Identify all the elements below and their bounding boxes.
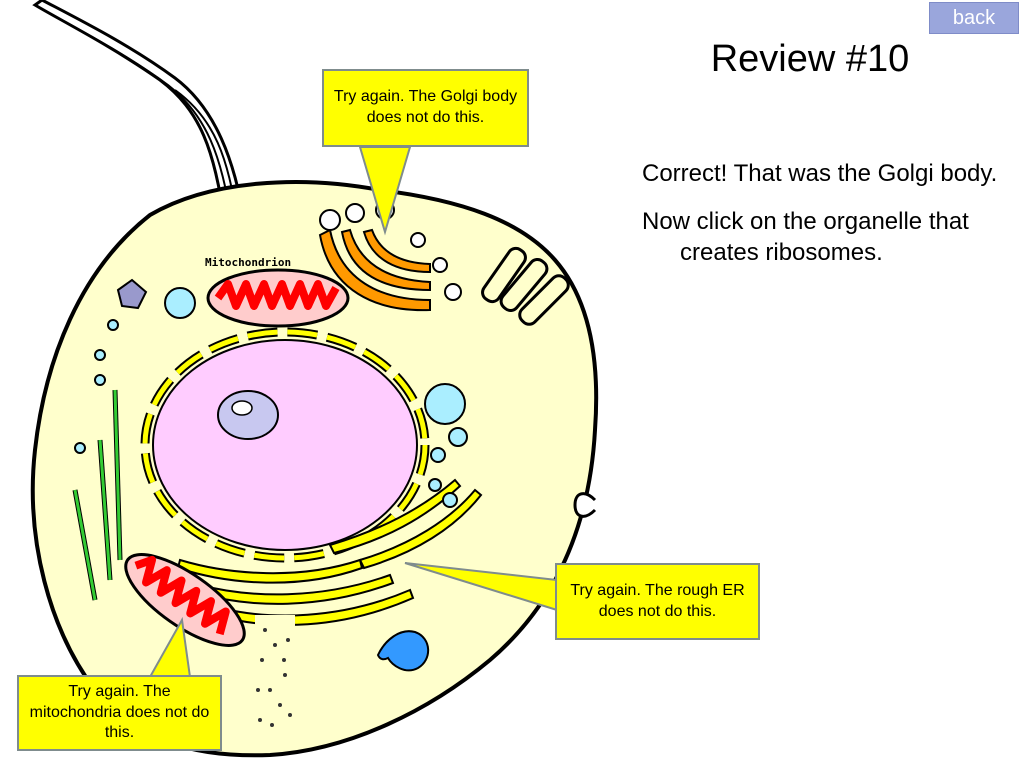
slide-title: Review #10 [710,38,910,80]
vesicles[interactable] [74,287,468,508]
microvilli[interactable] [479,245,571,327]
feedback-text: Correct! That was the Golgi body. [642,160,998,187]
golgi-callout-pointer [358,146,412,236]
golgi-callout: Try again. The Golgi body does not do th… [322,69,529,147]
golgi-body[interactable] [318,228,431,312]
vacuole[interactable] [116,278,148,310]
centrosome[interactable] [255,615,295,735]
mitochondrion-bottom[interactable] [113,539,258,662]
back-button[interactable]: back [929,2,1019,34]
mitochondrion-top[interactable] [206,268,350,328]
nucleus[interactable] [152,339,418,551]
mitochondrion-label: Mitochondrion [205,256,291,269]
slide-body: Correct! That was the Golgi body. Now cl… [642,158,1012,285]
mitochondria-callout: Try again. The mitochondria does not do … [17,675,222,751]
nucleolus[interactable] [217,390,279,440]
lysosome[interactable] [376,630,430,672]
instruction-text: Now click on the organelle that creates … [642,207,969,267]
rough-er-callout: Try again. The rough ER does not do this… [555,563,760,640]
